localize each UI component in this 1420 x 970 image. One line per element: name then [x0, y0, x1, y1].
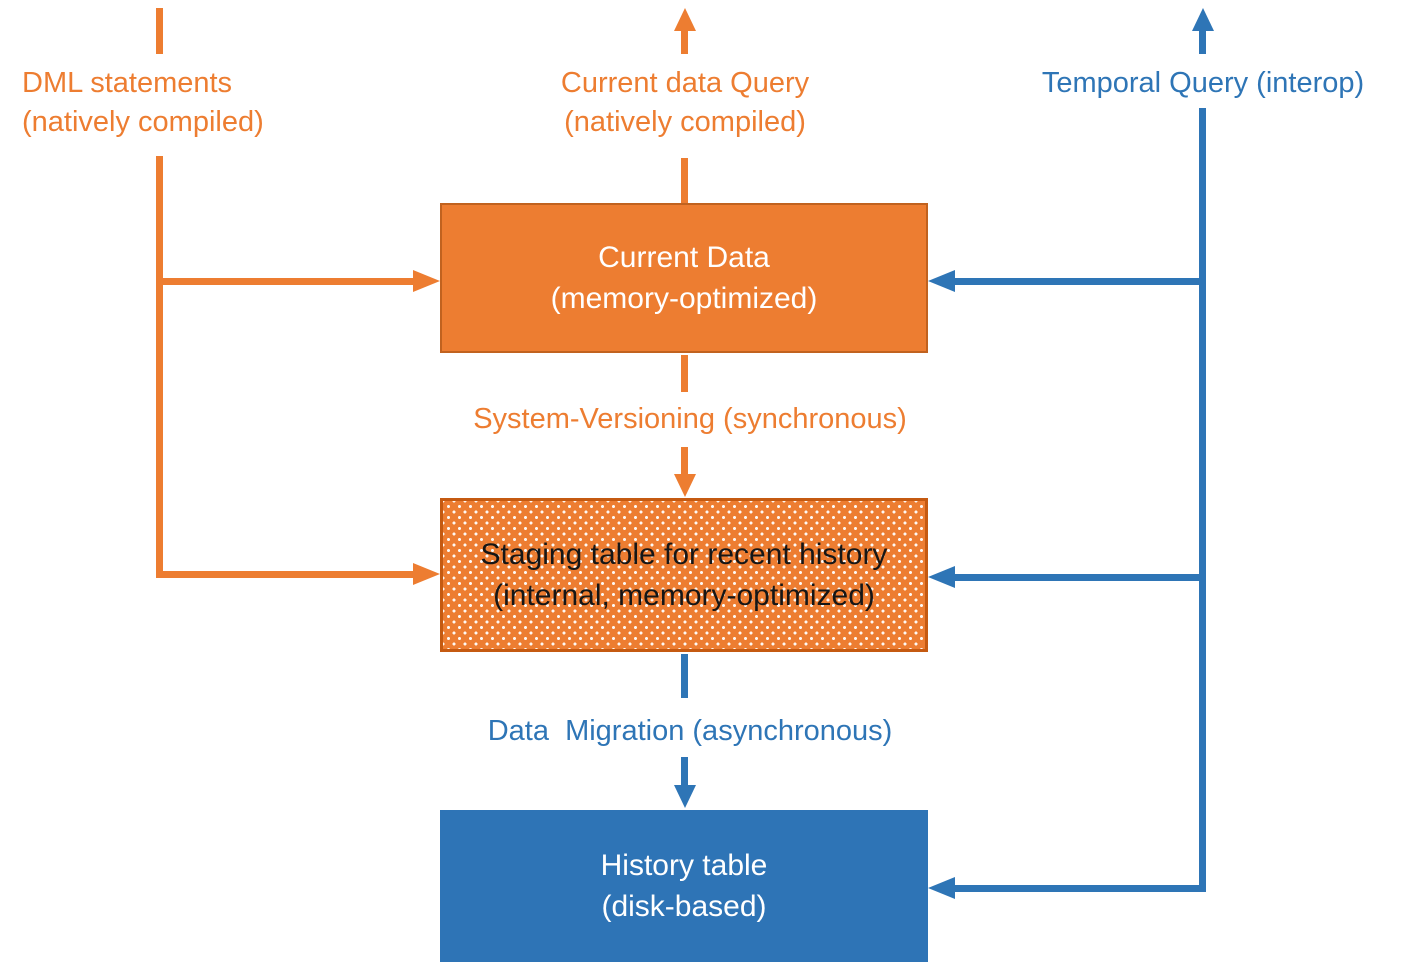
dml-statements-line1: DML statements — [22, 67, 233, 99]
current-data-line1: Current Data — [598, 241, 770, 274]
current-query-up-arrowhead-icon — [674, 8, 696, 31]
current-data-box: Current Data (memory-optimized) — [440, 203, 928, 353]
system-versioning-arrowhead-icon — [674, 474, 696, 497]
current-query-box-connector — [681, 158, 688, 203]
dml-statements-label: DML statements (natively compiled) — [22, 64, 264, 142]
temporal-query-up-arrow-shaft — [1199, 29, 1206, 54]
temporal-to-staging-arrow-shaft — [954, 574, 1200, 581]
dml-line-main-segment — [156, 156, 163, 578]
data-migration-arrowhead-icon — [674, 785, 696, 808]
temporal-query-main-line — [1199, 108, 1206, 892]
temporal-query-label: Temporal Query (interop) — [1041, 67, 1365, 99]
temporal-to-history-arrowhead-icon — [928, 877, 955, 899]
data-migration-arrow-shaft — [681, 757, 688, 786]
staging-table-box: Staging table for recent history (intern… — [440, 498, 928, 652]
dml-to-current-arrow-shaft — [156, 278, 416, 285]
staging-table-line2: (internal, memory-optimized) — [493, 579, 875, 612]
staging-table-line1: Staging table for recent history — [480, 538, 888, 571]
history-table-line1: History table — [600, 849, 768, 882]
current-data-line2: (memory-optimized) — [550, 282, 818, 315]
current-data-query-line1: Current data Query — [560, 67, 810, 99]
temporal-to-current-arrowhead-icon — [928, 270, 955, 292]
data-migration-label: Data Migration (asynchronous) — [487, 715, 893, 747]
dml-statements-line2: (natively compiled) — [22, 106, 264, 138]
history-table-box: History table (disk-based) — [440, 810, 928, 962]
dml-to-staging-arrowhead-icon — [413, 563, 440, 585]
dml-to-current-arrowhead-icon — [413, 270, 440, 292]
current-data-query-label: Current data Query (natively compiled) — [440, 64, 930, 142]
current-data-query-line2: (natively compiled) — [564, 106, 806, 138]
temporal-to-history-arrow-shaft — [954, 885, 1206, 892]
dml-to-staging-arrow-shaft — [156, 571, 416, 578]
dml-line-top-segment — [156, 8, 163, 54]
temporal-to-staging-arrowhead-icon — [928, 566, 955, 588]
temporal-to-current-arrow-shaft — [954, 278, 1200, 285]
system-versioning-arrow-shaft — [681, 447, 688, 476]
system-versioning-label: System-Versioning (synchronous) — [473, 403, 907, 435]
system-versioning-connector-top — [681, 355, 688, 392]
data-migration-connector-top — [681, 654, 688, 698]
current-query-up-arrow-shaft — [681, 29, 688, 54]
history-table-line2: (disk-based) — [601, 890, 767, 923]
temporal-query-up-arrowhead-icon — [1192, 8, 1214, 31]
